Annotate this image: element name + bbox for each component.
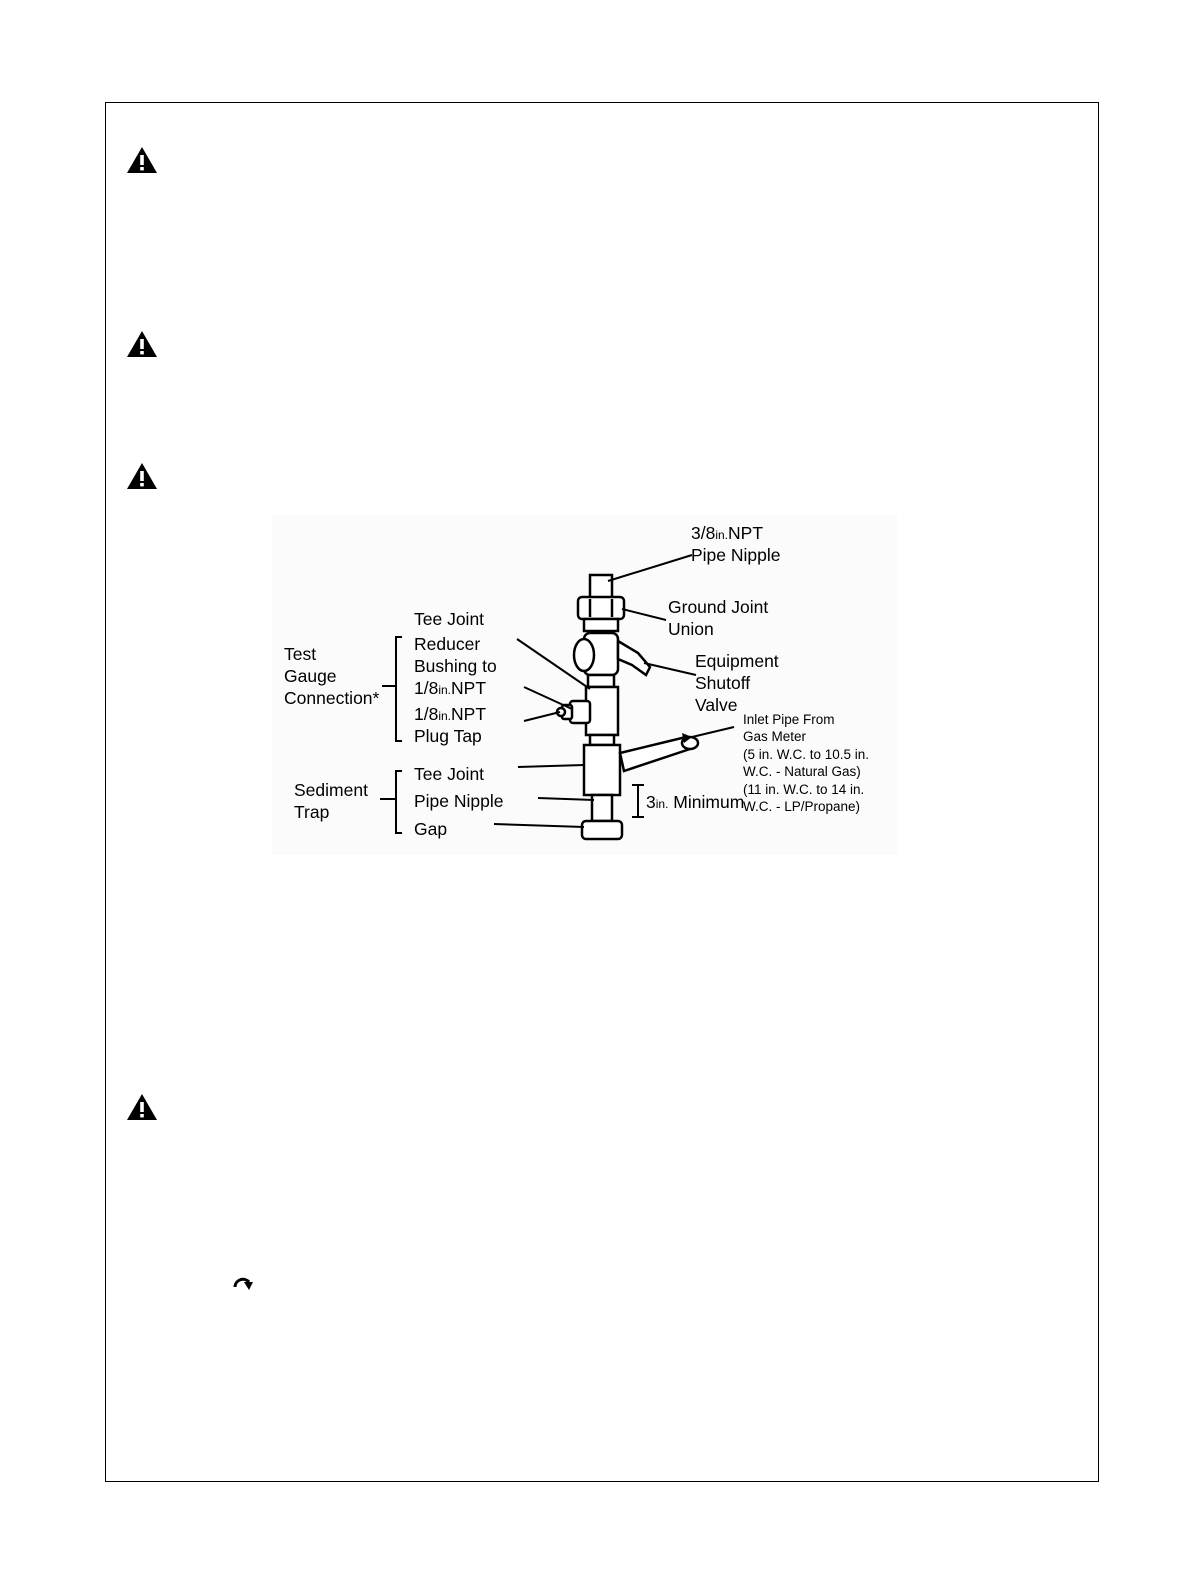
label-inlet-3: (5 in. W.C. to 10.5 in. bbox=[743, 747, 870, 762]
warning-triangle-icon bbox=[126, 462, 158, 490]
piping-drawing bbox=[380, 554, 735, 841]
label-inlet-2: Gas Meter bbox=[743, 729, 807, 744]
label-gauge: Gauge bbox=[284, 666, 337, 686]
label-pipe-nipple: Pipe Nipple bbox=[414, 791, 504, 811]
page-border bbox=[105, 102, 1099, 1482]
label-ground-joint: Ground Joint bbox=[668, 597, 769, 617]
label-gap: Gap bbox=[414, 819, 448, 839]
label-tee-joint-top: Tee Joint bbox=[414, 609, 485, 629]
label-valve: Valve bbox=[695, 695, 738, 715]
label-pipe-nipple-38: 3/8in.NPT bbox=[691, 523, 764, 543]
gas-piping-diagram: 3/8in.NPT Pipe Nipple Ground Joint Union… bbox=[272, 515, 897, 855]
label-minimum: 3in. Minimum bbox=[646, 792, 745, 812]
label-reducer: Reducer bbox=[414, 634, 481, 654]
label-test: Test bbox=[284, 644, 317, 664]
label-inlet-5: (11 in. W.C. to 14 in. bbox=[743, 782, 865, 797]
label-trap: Trap bbox=[294, 802, 330, 822]
label-bushing-to: Bushing to bbox=[414, 656, 497, 676]
label-18-npt-b: 1/8in.NPT bbox=[414, 704, 487, 724]
label-plug-tap: Plug Tap bbox=[414, 726, 482, 746]
label-inlet-4: W.C. - Natural Gas) bbox=[743, 764, 861, 779]
label-equipment: Equipment bbox=[695, 651, 779, 671]
label-shutoff: Shutoff bbox=[695, 673, 751, 693]
label-connection: Connection* bbox=[284, 688, 380, 708]
warning-triangle-icon bbox=[126, 1093, 158, 1121]
label-tee-joint-bottom: Tee Joint bbox=[414, 764, 485, 784]
label-sediment: Sediment bbox=[294, 780, 368, 800]
curved-arrow-icon bbox=[231, 1273, 255, 1297]
label-inlet-6: W.C. - LP/Propane) bbox=[743, 799, 861, 814]
label-inlet-1: Inlet Pipe From bbox=[743, 712, 835, 727]
label-pipe-nipple-38-name: Pipe Nipple bbox=[691, 545, 781, 565]
warning-triangle-icon bbox=[126, 146, 158, 174]
warning-triangle-icon bbox=[126, 330, 158, 358]
label-18-npt-a: 1/8in.NPT bbox=[414, 678, 487, 698]
label-union: Union bbox=[668, 619, 714, 639]
